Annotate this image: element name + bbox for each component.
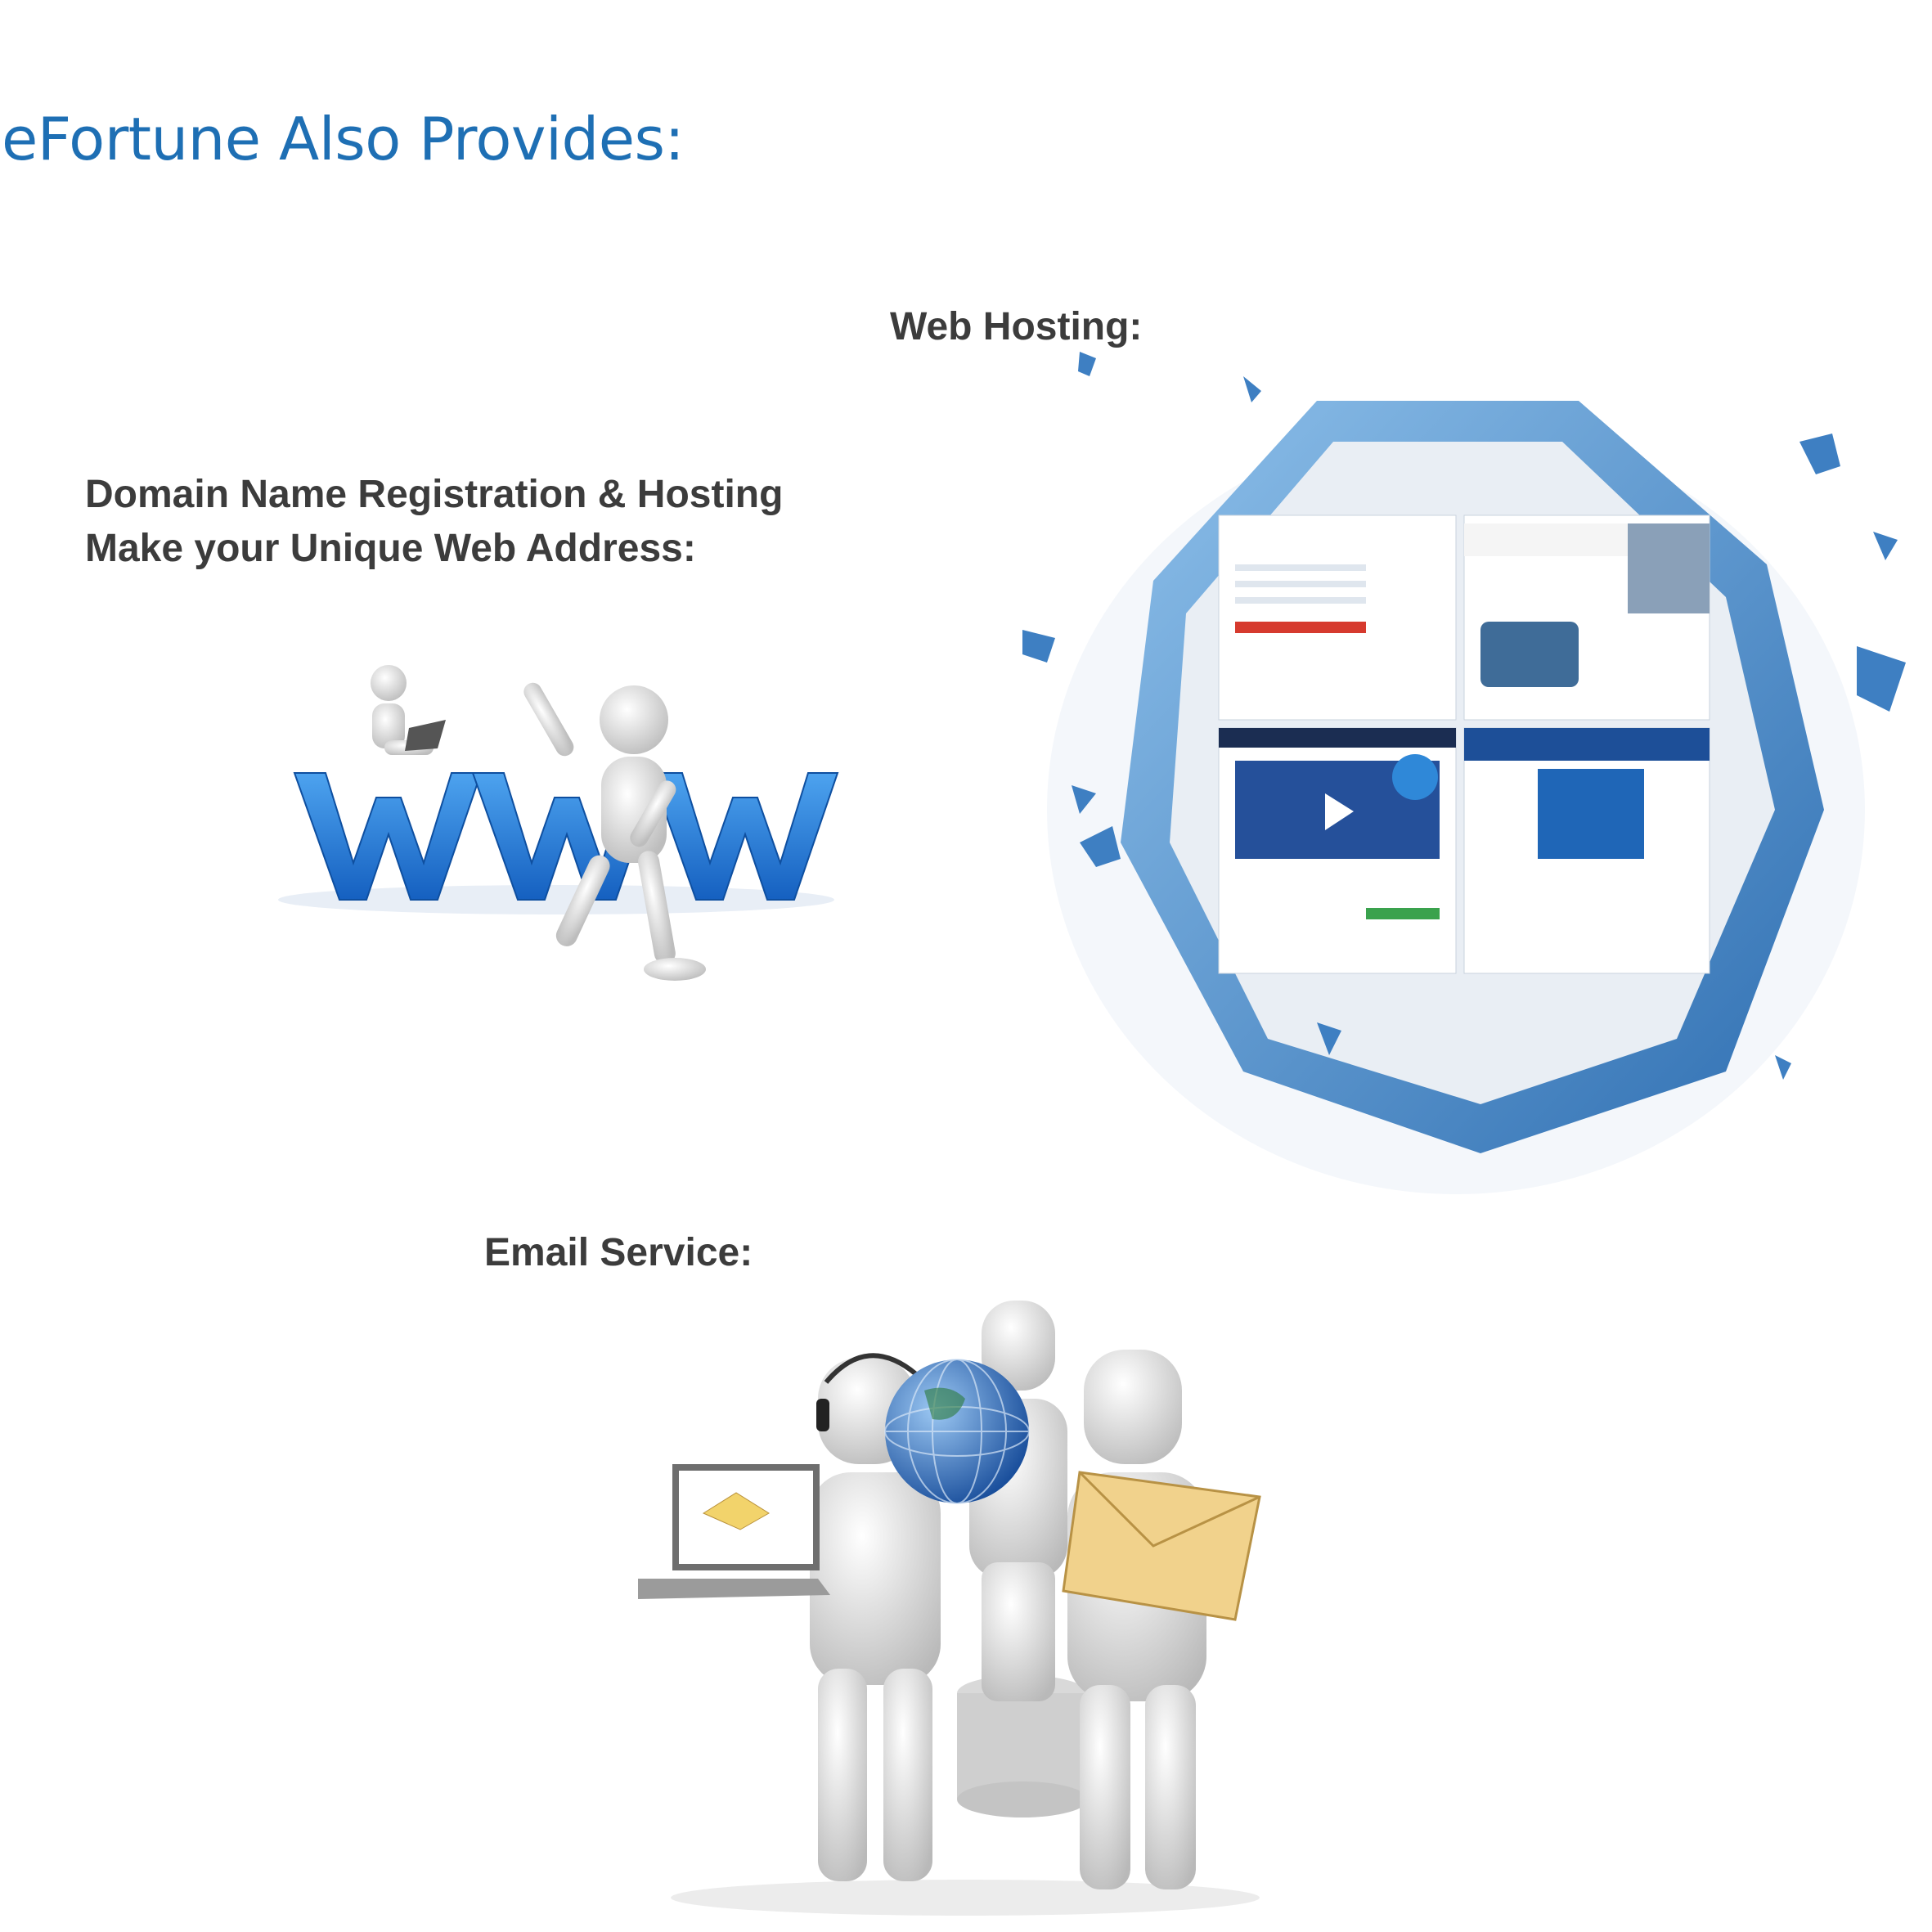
globe-icon xyxy=(884,1359,1030,1504)
page-title: eFortune Also Provides: xyxy=(2,105,685,173)
email-service-heading: Email Service: xyxy=(484,1231,753,1274)
left-figure xyxy=(810,1353,941,1881)
torn-paper-websites-illustration xyxy=(973,352,1932,1235)
domain-heading-line1: Domain Name Registration & Hosting xyxy=(85,473,784,516)
www-figures-illustration xyxy=(262,654,900,1014)
domain-heading: Domain Name Registration & Hosting Make … xyxy=(85,468,783,576)
running-figure xyxy=(523,682,706,981)
website-panel-1 xyxy=(1218,514,1457,721)
web-hosting-heading: Web Hosting: xyxy=(890,305,1143,348)
email-team-illustration xyxy=(622,1284,1292,1922)
back-figure xyxy=(969,1301,1067,1701)
right-figure xyxy=(1067,1350,1206,1889)
sitting-figure xyxy=(371,665,446,755)
envelope-icon xyxy=(1062,1471,1261,1621)
www-letters xyxy=(293,772,839,901)
domain-heading-line2: Make your Unique Web Address: xyxy=(85,527,696,570)
laptop-icon xyxy=(638,1464,830,1599)
